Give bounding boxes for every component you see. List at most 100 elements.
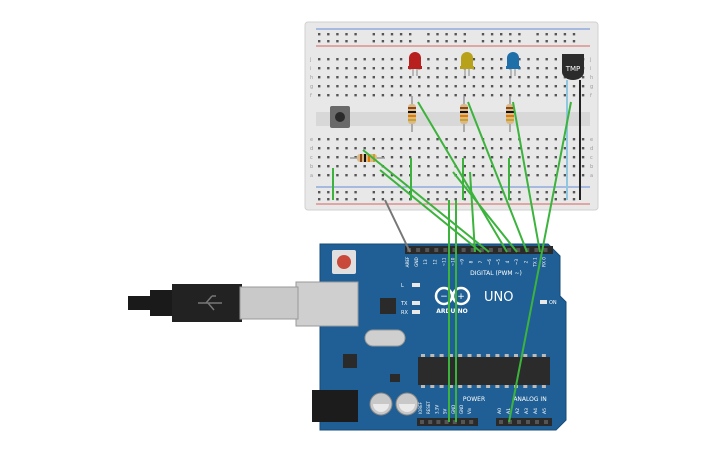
breadboard-hole — [536, 165, 539, 168]
breadboard-hole — [500, 67, 503, 70]
breadboard-hole — [318, 156, 321, 159]
rail-hole — [500, 191, 503, 194]
breadboard-hole — [336, 138, 339, 141]
breadboard-hole — [327, 67, 330, 70]
rail-hole — [381, 33, 385, 36]
breadboard-hole — [318, 76, 321, 79]
rail-hole — [372, 191, 375, 194]
breadboard-hole — [436, 138, 439, 141]
temp-sensor-label: TMP — [565, 65, 581, 73]
breadboard-hole — [536, 67, 539, 70]
breadboard-hole — [490, 147, 494, 150]
breadboard-hole — [563, 85, 567, 88]
resistor-band — [408, 119, 416, 121]
rail-hole — [381, 40, 385, 43]
breadboard-hole — [354, 165, 357, 168]
rail-hole — [445, 198, 448, 201]
resistor-band — [408, 115, 416, 117]
rail-hole — [509, 33, 512, 36]
svg-text:−: − — [440, 292, 448, 302]
breadboard-hole — [581, 85, 585, 88]
rail-hole — [563, 191, 567, 194]
rail-hole — [509, 198, 512, 201]
breadboard-hole — [381, 67, 385, 70]
rail-hole — [554, 198, 557, 201]
breadboard-hole — [345, 76, 348, 79]
digital-pin-label: AREF — [405, 256, 410, 267]
breadboard-hole — [536, 147, 539, 150]
chip-leg — [439, 354, 444, 357]
breadboard-hole — [399, 85, 403, 88]
breadboard-hole — [509, 156, 512, 159]
rail-hole — [390, 40, 394, 43]
breadboard-hole — [427, 174, 430, 177]
breadboard-hole — [454, 85, 457, 88]
breadboard-hole — [436, 76, 439, 79]
rail-hole — [372, 33, 375, 36]
breadboard-hole — [500, 85, 503, 88]
green-wire — [469, 171, 476, 253]
row-letter: b — [590, 164, 593, 170]
pushbutton[interactable] — [330, 106, 350, 128]
analog-pin-label: A5 — [542, 408, 548, 414]
rail-hole — [572, 33, 576, 36]
breadboard-hole — [445, 76, 448, 79]
breadboard-hole — [472, 138, 476, 141]
rail-hole — [318, 40, 321, 43]
breadboard-hole — [509, 76, 512, 79]
breadboard-hole — [500, 156, 503, 159]
breadboard-hole — [381, 58, 385, 61]
breadboard-hole — [327, 58, 330, 61]
green-wire — [508, 101, 572, 423]
row-letter: c — [590, 155, 593, 161]
breadboard-hole — [427, 138, 430, 141]
resistor-band — [506, 107, 514, 109]
green-wire — [512, 101, 541, 253]
breadboard-hole — [545, 165, 548, 168]
reset-button-cap[interactable] — [337, 255, 351, 269]
breadboard-hole — [372, 165, 375, 168]
digital-pin — [525, 248, 530, 252]
brand-label: ARDUINO — [436, 308, 467, 315]
resistor-band — [460, 107, 468, 109]
row-letter: d — [590, 146, 593, 152]
digital-pin — [443, 248, 448, 252]
breadboard-hole — [399, 147, 403, 150]
breadboard-hole — [354, 76, 357, 79]
breadboard-hole — [481, 165, 485, 168]
breadboard-hole — [336, 85, 339, 88]
rail-hole — [536, 40, 539, 43]
breadboard-hole — [427, 76, 430, 79]
rail-hole — [318, 191, 321, 194]
breadboard-hole — [463, 165, 466, 168]
breadboard-hole — [500, 174, 503, 177]
breadboard-hole — [490, 58, 494, 61]
rail-hole — [536, 198, 539, 201]
rail-hole — [427, 33, 430, 36]
rail-hole — [463, 40, 466, 43]
breadboard-hole — [527, 85, 530, 88]
led-resistor — [506, 96, 514, 132]
breadboard-hole — [436, 156, 439, 159]
breadboard-hole — [354, 67, 357, 70]
breadboard-hole — [581, 156, 585, 159]
digital-pin — [534, 248, 539, 252]
chip-leg — [532, 385, 537, 388]
rail-hole — [518, 191, 521, 194]
breadboard-hole — [463, 85, 466, 88]
rail-hole — [500, 198, 503, 201]
breadboard-hole — [381, 147, 385, 150]
chip-leg — [523, 354, 528, 357]
resistor-band — [460, 115, 468, 117]
breadboard-hole — [500, 147, 503, 150]
chip-leg — [523, 385, 528, 388]
breadboard-hole — [572, 174, 576, 177]
digital-pin-label: RX 0 — [542, 257, 547, 267]
breadboard-hole — [436, 147, 439, 150]
analog-pin-label: A4 — [533, 408, 539, 414]
arduino-logo: − + — [434, 286, 471, 306]
breadboard-hole — [563, 174, 567, 177]
breadboard-hole — [418, 76, 421, 79]
breadboard-hole — [409, 156, 412, 159]
